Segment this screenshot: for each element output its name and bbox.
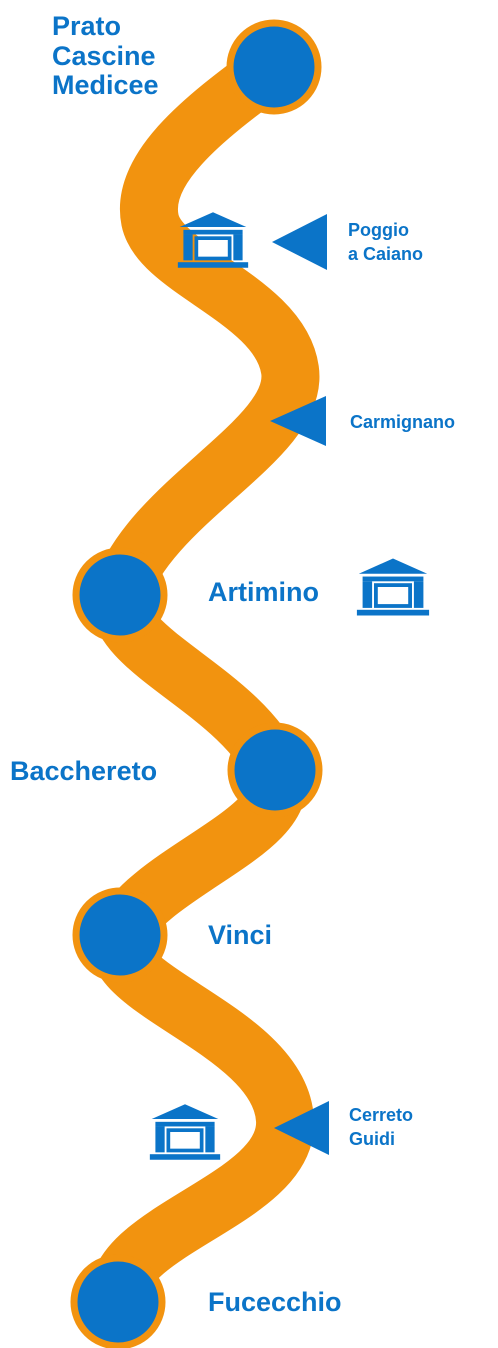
pointer-label-cerreto-line1: Cerreto [349,1105,414,1125]
pointer-carmignano-triangle-icon [270,396,326,446]
stop-vinci-circle[interactable] [72,887,168,983]
stop-artimino-circle[interactable] [72,547,168,643]
stop-label-fucecchio: Fucecchio [208,1287,342,1317]
stop-prato-circle[interactable] [226,19,322,115]
route-line [88,38,320,1331]
stop-bacchereto-circle[interactable] [227,722,323,818]
pointer-label-cerreto: Cerreto Guidi [349,1103,413,1152]
pointer-label-poggio: Poggio a Caiano [348,218,423,267]
stop-label-prato-line1: Prato [52,11,122,41]
stop-label-artimino: Artimino [208,577,319,607]
stop-label-bacchereto: Bacchereto [10,756,158,786]
stop-label-vinci: Vinci [208,920,273,950]
stop-label-prato-line3: Medicee [52,70,159,101]
pointer-label-carmignano: Carmignano [350,412,456,432]
pointer-cerreto-triangle-icon [274,1101,329,1155]
museum-icon-artimino [355,556,431,618]
pointer-label-poggio-line1: Poggio [348,220,409,240]
stop-label-prato-line2: Cascine [52,40,156,71]
museum-icon-poggio [176,210,250,270]
pointer-label-poggio-line2: a Caiano [348,244,424,265]
pointer-poggio-triangle-icon [272,214,327,270]
pointer-label-cerreto-line2: Guidi [349,1129,395,1150]
museum-icon-cerreto [148,1102,222,1162]
stop-label-prato: Prato Cascine Medicee [52,11,159,101]
stop-fucecchio-circle[interactable] [70,1254,166,1348]
